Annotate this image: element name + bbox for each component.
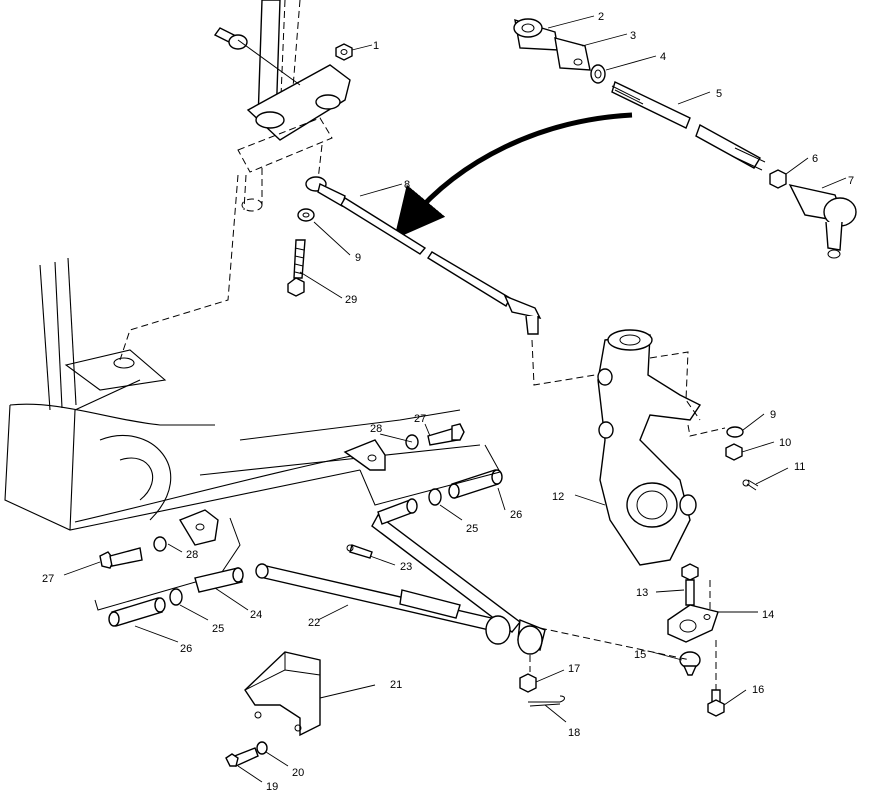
callout-label: 19 [266, 781, 278, 792]
part-bolt-19 [225, 747, 259, 767]
callout-label: 16 [752, 684, 764, 696]
callout-label: 28 [186, 549, 198, 561]
callout-label: 5 [716, 88, 722, 100]
callout-label: 24 [250, 609, 262, 621]
callout-label: 20 [292, 767, 304, 779]
balljoint-axis [709, 580, 717, 690]
frame-outline [4, 257, 481, 531]
callout-label: 27 [42, 573, 54, 585]
part-tie-rod-8 [305, 176, 596, 386]
callout-label: 6 [812, 153, 818, 165]
callout-label: 13 [636, 587, 648, 599]
callout-label: 17 [568, 663, 580, 675]
callout-label: 23 [400, 561, 412, 573]
callout-label: 11 [794, 461, 805, 473]
callout-label: 9 [355, 252, 361, 264]
part-washer-28-lower [153, 536, 167, 552]
part-castle-nut-17 [519, 673, 537, 693]
part-ball-joint-15 [679, 651, 701, 676]
callout-label: 26 [180, 643, 192, 655]
part-cotter-pin-18 [528, 695, 565, 707]
part-a-arm-22 [255, 498, 546, 655]
part-castle-nut-10 [725, 443, 743, 461]
part-bracket-28-upper [343, 439, 386, 471]
part-boot-3 [554, 37, 591, 71]
part-grease-fitting-23 [346, 544, 373, 559]
callout-label: 1 [373, 40, 379, 52]
part-bolt-29 [287, 239, 306, 297]
callout-label: 9 [770, 409, 776, 421]
part-cotter-pin-11 [742, 479, 759, 491]
part-pivot-tube-24 [194, 567, 244, 593]
part-washer-9-right [726, 426, 744, 438]
part-tie-rod-end-2 [513, 18, 559, 51]
part-washer-20 [256, 741, 268, 755]
part-skid-plate-21 [244, 651, 321, 737]
callout-label: 2 [598, 11, 604, 23]
callout-label: 3 [630, 30, 636, 42]
part-tie-rod-5 [611, 81, 766, 171]
knuckle-balljoint-axis [687, 424, 726, 437]
callout-label: 7 [848, 175, 854, 187]
part-bushing-25-upper [428, 488, 442, 506]
part-nut-1 [335, 43, 353, 61]
mount-bracket-outline [359, 444, 501, 506]
callout-label: 28 [370, 423, 382, 435]
part-bolt-13 [681, 563, 699, 606]
callout-label: 29 [345, 294, 357, 306]
callout-label: 8 [404, 179, 410, 191]
part-washer-9 [297, 208, 315, 222]
callout-label: 18 [568, 727, 580, 739]
part-bushing-25-lower [169, 588, 183, 606]
part-tie-rod-end-7 [788, 183, 857, 259]
callout-label: 26 [510, 509, 522, 521]
part-steering-knuckle-12 [597, 329, 702, 566]
callout-label: 15 [634, 649, 646, 661]
a-arm-balljoint-axis [529, 627, 691, 672]
callout-label: 10 [779, 437, 791, 449]
part-sleeve-26-upper [448, 469, 503, 499]
assembly-arrow [393, 112, 633, 240]
part-nut-4 [590, 64, 606, 84]
callout-label: 12 [552, 491, 564, 503]
callout-label: 14 [762, 609, 774, 621]
part-bolt-16 [707, 689, 725, 717]
part-bolt-27-lower [99, 547, 143, 569]
callout-label: 22 [308, 617, 320, 629]
part-bolt-27-upper [427, 423, 465, 446]
part-sleeve-26-lower [108, 597, 166, 627]
callout-label: 4 [660, 51, 666, 63]
callout-labels: 1 2 3 4 5 6 7 8 9 29 9 10 11 12 13 14 15… [42, 11, 854, 792]
callout-label: 25 [466, 523, 478, 535]
part-bracket-28-lower [178, 509, 219, 546]
callout-label: 25 [212, 623, 224, 635]
callout-label: 21 [390, 679, 402, 691]
part-nut-6 [769, 169, 787, 189]
leader-lines [63, 15, 847, 783]
callout-label: 27 [414, 413, 426, 425]
steering-column [119, 0, 351, 361]
part-plate-14 [667, 604, 719, 643]
